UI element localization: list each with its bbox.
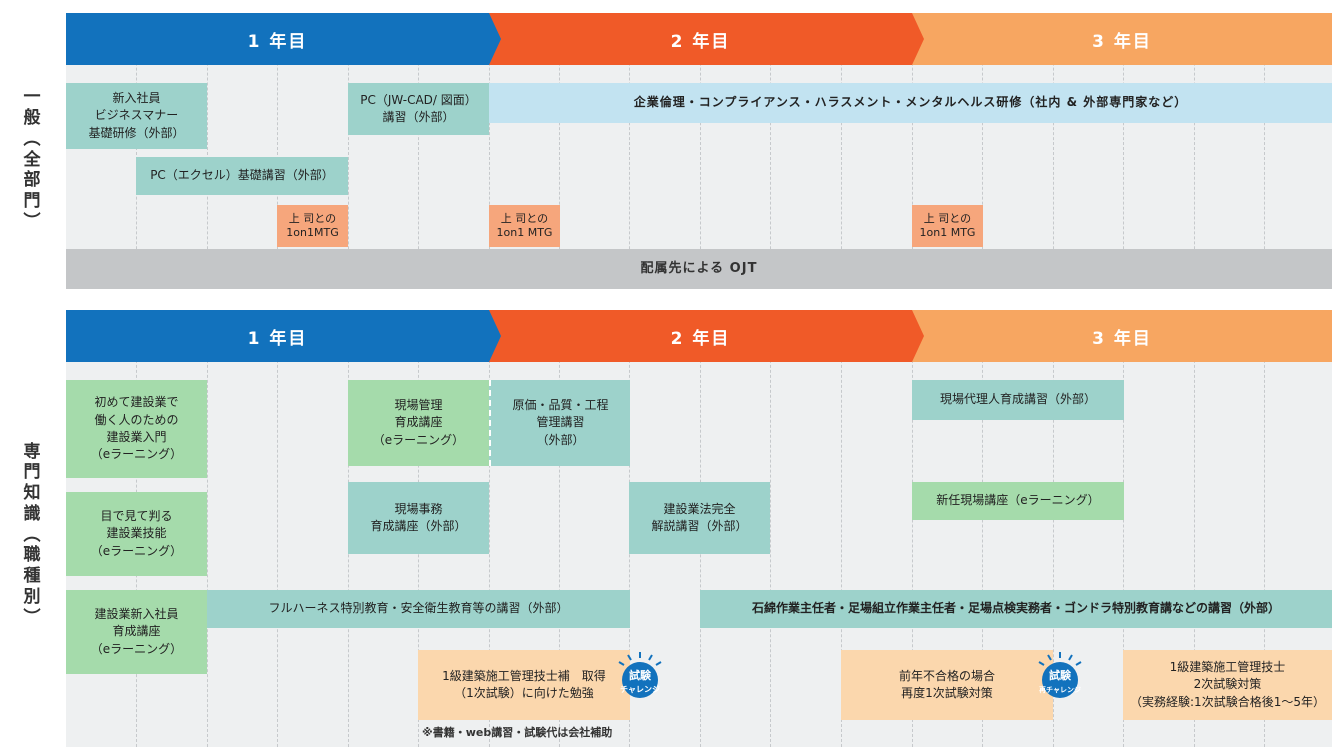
svg-text:チャレンジ: チャレンジ [620,685,660,694]
svg-text:試験: 試験 [629,668,652,682]
site-agent-course: 現場代理人育成講習（外部） [912,380,1124,420]
section-label-specialized: 専 門 知 識 ︵ 職 種 別 ︶ [23,441,41,628]
harness-safety-course: フルハーネス特別教育・安全衛生教育等の講習（外部） [207,590,630,628]
year-header-2: 2 年目 [489,13,912,65]
year-header-3: 3 年目 [912,13,1332,65]
construction-intro-course: 初めて建設業で働く人のための建設業入門（eラーニング） [66,380,207,478]
construction-law-course: 建設業法完全解説講習（外部） [629,482,770,554]
new-site-course: 新任現場講座（eラーニング） [912,482,1124,520]
retry-exam-box: 前年不合格の場合再度1次試験対策 [841,650,1053,720]
section-label-general: 一 般 ︵ 全 部 門 ︶ [23,87,41,232]
pc-excel-course: PC（エクセル）基礎講習（外部） [136,157,348,195]
ethics-compliance-training: 企業倫理・コンプライアンス・ハラスメント・メンタルヘルス研修（社内 & 外部専門… [489,83,1332,123]
burst-icon: 試験 チャレンジ [618,652,662,698]
newhire-business-manner-training: 新入社員ビジネスマナー基礎研修（外部） [66,83,207,149]
asbestos-scaffold-gondola-course: 石綿作業主任者・足場組立作業主任者・足場点検実務者・ゴンドラ特別教育講などの講習… [700,590,1332,628]
svg-text:再チャレンジ: 再チャレンジ [1039,686,1081,694]
visual-construction-skills-course: 目で見て判る建設業技能（eラーニング） [66,492,207,576]
svg-text:試験: 試験 [1049,668,1072,682]
cost-quality-process-course: 原価・品質・工程管理講習（外部） [489,380,630,466]
exam-challenge-badge: 試験 チャレンジ [612,650,668,706]
subsidy-note: ※書籍・web講習・試験代は会社補助 [422,726,613,739]
year-header-1: 1 年目 [66,310,489,362]
site-management-course: 現場管理育成講座（eラーニング） [348,380,489,466]
year-header-2: 2 年目 [489,310,912,362]
year-header-1: 1 年目 [66,13,489,65]
burst-icon: 試験 再チャレンジ [1038,652,1082,698]
newhire-construction-course: 建設業新入社員育成講座（eラーニング） [66,590,207,674]
exam1-study-box: 1級建築施工管理技士補 取得（1次試験）に向けた勉強 [418,650,630,720]
ojt-bar: 配属先による OJT [66,249,1332,289]
pc-cad-course: PC（JW-CAD/ 図面）講習（外部） [348,83,489,135]
site-office-course: 現場事務育成講座（外部） [348,482,489,554]
timeline-general: 1 年目 2 年目 3 年目 新入社員ビジネスマナー基礎研修（外部） PC（JW… [66,13,1332,289]
timeline-specialized: 1 年目 2 年目 3 年目 初めて建設業で働く人のための建設業入門（eラーニン… [66,310,1332,747]
year-header-3: 3 年目 [912,310,1332,362]
exam-rechallenge-badge: 試験 再チャレンジ [1032,650,1088,706]
